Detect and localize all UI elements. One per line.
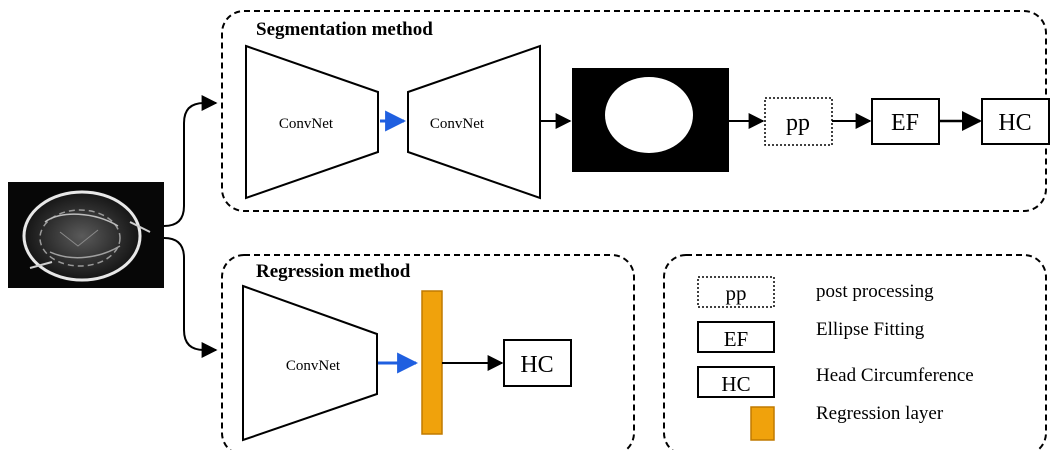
segmentation-encoder-label: ConvNet	[279, 116, 334, 132]
pp-box-label: pp	[786, 110, 810, 136]
segmentation-mask-image	[572, 68, 729, 172]
regression-encoder-shape	[242, 284, 378, 442]
segmentation-hc-box-label: HC	[998, 110, 1031, 136]
segmentation-decoder-label: ConvNet	[430, 116, 485, 132]
legend-ef-box	[697, 321, 775, 353]
legend-hc-box	[697, 366, 775, 398]
regression-method-title: Regression method	[256, 261, 411, 282]
legend-hc-symbol: HC	[721, 372, 750, 396]
legend-hc-description: Head Circumference	[816, 365, 974, 386]
branch-arrow-to-segmentation	[163, 95, 218, 227]
regression-hc-box	[503, 339, 572, 387]
legend-regression-layer-description: Regression layer	[816, 403, 944, 424]
regression-method-panel	[221, 254, 635, 450]
legend-ef-description: Ellipse Fitting	[816, 319, 925, 340]
branch-arrow-to-regression	[163, 237, 218, 358]
segmentation-encoder-shape	[245, 44, 379, 200]
segmentation-decoder-shape	[407, 44, 541, 200]
legend-pp-box	[697, 276, 775, 308]
pp-box	[764, 97, 833, 146]
legend-pp-description: post processing	[816, 281, 934, 302]
segmentation-hc-box	[981, 98, 1050, 145]
legend-panel	[663, 254, 1047, 450]
regression-layer-bar	[421, 290, 443, 435]
regression-encoder-label: ConvNet	[286, 358, 341, 374]
segmentation-method-title: Segmentation method	[256, 19, 433, 40]
input-ultrasound-image	[8, 182, 164, 288]
regression-hc-box-label: HC	[520, 352, 553, 378]
ef-box	[871, 98, 940, 145]
legend-regression-layer-swatch	[750, 406, 775, 441]
legend-ef-symbol: EF	[724, 327, 749, 351]
legend-pp-symbol: pp	[726, 281, 747, 305]
ef-box-label: EF	[891, 110, 919, 136]
